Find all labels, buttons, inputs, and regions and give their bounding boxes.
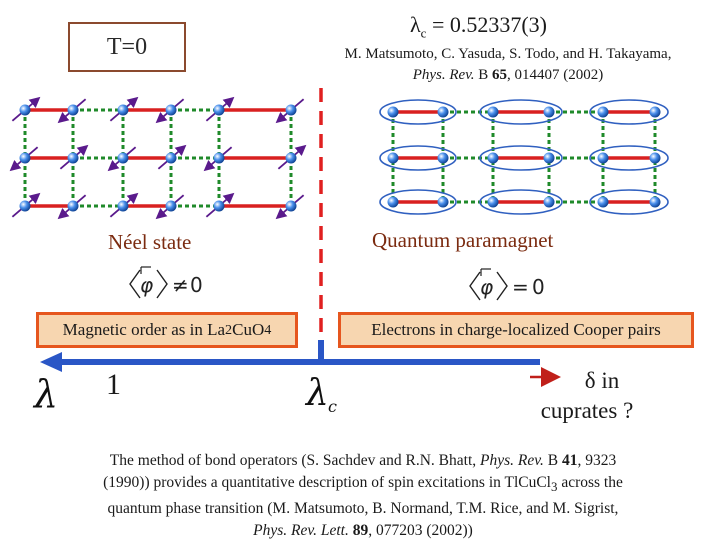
svg-text:φ: φ [480, 275, 493, 299]
lattice-site [213, 152, 225, 164]
lattice-site [165, 104, 177, 116]
lattice-site [487, 106, 499, 118]
lattice-site [487, 196, 499, 208]
temperature-label: T=0 [106, 33, 148, 60]
singlet-ellipse [479, 189, 563, 215]
lattice-site [19, 104, 31, 116]
neel-lattice [9, 96, 307, 220]
svg-text:λ: λ [304, 373, 329, 414]
lattice-site [543, 196, 555, 208]
lattice-site [67, 104, 79, 116]
lattice-site [387, 152, 399, 164]
lattice-site [387, 106, 399, 118]
lattice-site [285, 200, 297, 212]
svg-text:φ: φ [140, 273, 153, 297]
lattice-site [117, 104, 129, 116]
lattice-site [597, 196, 609, 208]
lambda-critical-symbol: λ c [304, 373, 337, 416]
cooper-pairs-box: Electrons in charge-localized Cooper pai… [338, 312, 694, 348]
svg-text:0: 0 [532, 275, 545, 299]
lattice-site [19, 152, 31, 164]
singlet-ellipse [479, 99, 563, 125]
svg-text:=: = [512, 275, 529, 299]
lattice-site [117, 152, 129, 164]
neel-order-formula: φ ≠ 0 [129, 266, 203, 299]
lattice-site [117, 200, 129, 212]
singlet-ellipse [379, 99, 457, 125]
critical-coupling: λc = 0.52337(3) [410, 12, 548, 41]
lattice-site [597, 106, 609, 118]
neel-state-label: Néel state [108, 230, 192, 254]
lattice-site [285, 152, 297, 164]
lattice-site [165, 200, 177, 212]
singlet-ellipse [589, 145, 669, 171]
lattice-site [437, 196, 449, 208]
lattice-site [649, 106, 661, 118]
lattice-site [543, 152, 555, 164]
lattice-site [19, 200, 31, 212]
lattice-site [285, 104, 297, 116]
singlet-ellipse [589, 99, 669, 125]
lattice-site [437, 106, 449, 118]
bond-operator-footnote: The method of bond operators (S. Sachdev… [103, 452, 623, 540]
dimer-lattice [379, 99, 669, 215]
singlet-ellipse [379, 189, 457, 215]
svg-text:0: 0 [190, 273, 203, 297]
temperature-box: T=0 [68, 22, 186, 72]
lattice-site [387, 196, 399, 208]
svg-text:c: c [328, 397, 337, 416]
singlet-ellipse [589, 189, 669, 215]
paramagnet-order-formula: φ = 0 [469, 268, 545, 301]
lattice-site [165, 152, 177, 164]
lambda-axis-symbol: λ [32, 372, 58, 416]
lattice-site [487, 152, 499, 164]
singlet-ellipse [379, 145, 457, 171]
reference-matsumoto-2002: M. Matsumoto, C. Yasuda, S. Todo, and H.… [344, 46, 672, 83]
lattice-site [67, 152, 79, 164]
quantum-paramagnet-label: Quantum paramagnet [372, 228, 554, 252]
lattice-site [649, 152, 661, 164]
phase-axis-arrowhead [40, 352, 62, 372]
svg-text:≠: ≠ [172, 273, 189, 297]
lattice-site [597, 152, 609, 164]
singlet-ellipse [479, 145, 563, 171]
delta-cuprates-label: δ in cuprates ? [540, 368, 634, 423]
lattice-site [649, 196, 661, 208]
lattice-site [213, 200, 225, 212]
lattice-site [543, 106, 555, 118]
lattice-site [67, 200, 79, 212]
lattice-site [437, 152, 449, 164]
lambda-one-value: 1 [106, 368, 121, 401]
lattice-site [213, 104, 225, 116]
